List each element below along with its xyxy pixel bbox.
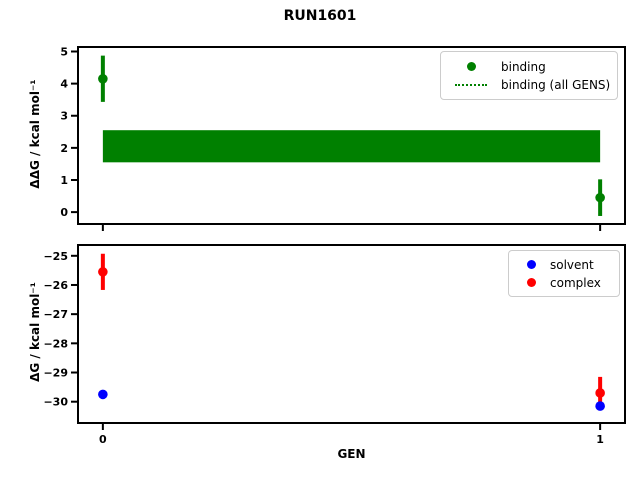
x-tick-label: 1: [596, 433, 604, 446]
top-y-axis-label: ΔΔG / kcal mol⁻¹: [28, 79, 42, 189]
legend-item-complex: complex: [517, 276, 611, 290]
y-tick-label: 3: [60, 110, 68, 123]
legend-label-complex: complex: [550, 275, 601, 290]
legend-label-binding: binding: [501, 59, 546, 74]
y-tick-label: −27: [43, 308, 68, 321]
point-binding: [98, 74, 108, 84]
y-tick-label: −29: [43, 367, 68, 380]
legend-label-solvent: solvent: [550, 257, 594, 272]
legend-item-binding-all-gens: binding (all GENS): [449, 77, 611, 92]
y-tick-label: −28: [43, 337, 68, 350]
y-tick-label: 2: [60, 142, 68, 155]
point-complex: [98, 267, 108, 277]
band-binding-all-gens: [102, 130, 601, 163]
y-tick-label: 5: [60, 45, 68, 58]
point-binding: [595, 192, 605, 203]
legend-solvent-complex: solvent complex: [508, 250, 620, 297]
legend-marker-box: [519, 278, 543, 287]
point-solvent: [98, 389, 108, 400]
legend-marker-box: [449, 62, 493, 71]
y-tick-label: −25: [43, 250, 68, 263]
top-axes: 0 1 2 3 4 5: [60, 45, 626, 231]
legend-item-solvent: solvent: [517, 258, 611, 272]
bottom-axes: 0 1 −30 −29 −28 −27 −26 −25: [43, 244, 626, 446]
figure-title: RUN1601: [283, 8, 357, 24]
complex-dot-icon: [526, 278, 536, 287]
axes-spines: [77, 46, 626, 225]
y-tick-label: 4: [60, 78, 68, 91]
x-axis-label: GEN: [337, 447, 366, 461]
solvent-dot-icon: [526, 260, 536, 269]
binding-all-gens-dotted-line-icon: [455, 83, 487, 86]
axes-spines: [77, 244, 626, 424]
legend-label-binding-all-gens: binding (all GENS): [501, 77, 611, 92]
y-tick-label: 1: [60, 174, 68, 187]
x-tick-label: 0: [99, 433, 107, 446]
legend-marker-box: [519, 260, 543, 269]
y-tick-label: −26: [43, 279, 68, 292]
y-tick-label: −30: [43, 396, 68, 409]
bottom-y-axis-label: ΔG / kcal mol⁻¹: [28, 282, 42, 382]
legend-marker-box: [449, 83, 493, 86]
legend-binding: binding binding (all GENS): [440, 51, 618, 100]
legend-item-binding: binding: [449, 60, 609, 74]
y-tick-label: 0: [60, 206, 68, 219]
point-complex: [595, 388, 605, 398]
binding-dot-icon: [466, 62, 476, 71]
point-solvent: [595, 401, 605, 411]
